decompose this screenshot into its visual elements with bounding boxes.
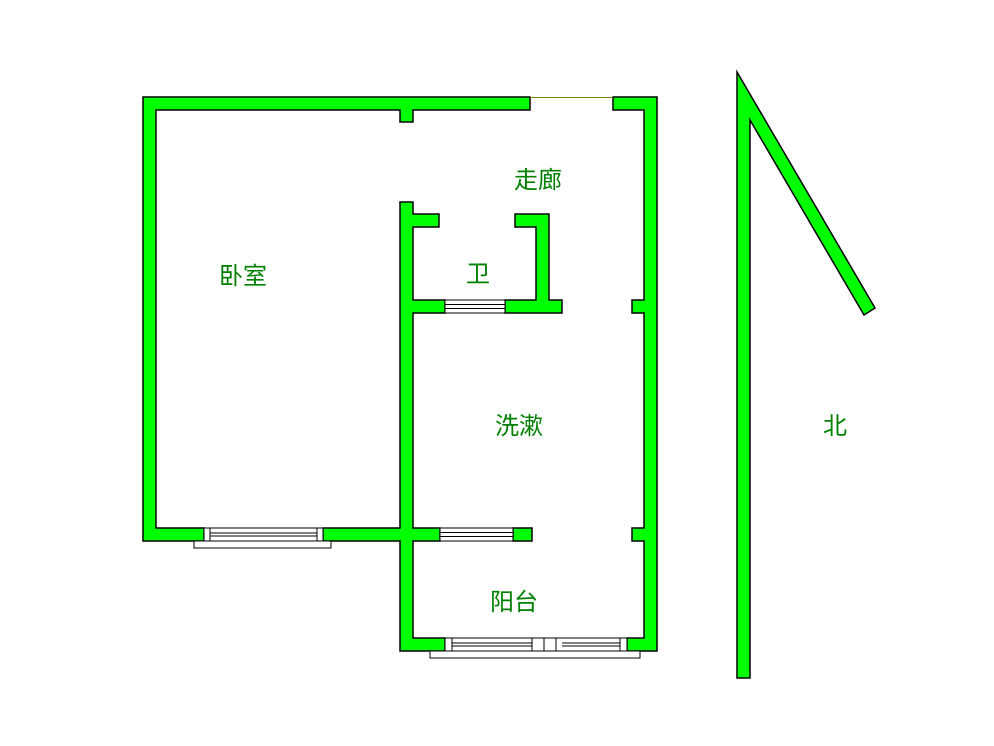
compass-label-north: 北 <box>823 412 847 440</box>
wall-bathroom-right <box>504 213 563 314</box>
room-label-bathroom: 卫 <box>466 260 490 288</box>
wall-top-right <box>612 96 658 652</box>
wall-inner-vertical <box>322 201 446 652</box>
room-label-washroom: 洗漱 <box>495 412 543 440</box>
wall-washroom-stub <box>512 527 533 542</box>
room-label-balcony: 阳台 <box>490 588 538 616</box>
room-label-corridor: 走廊 <box>514 166 562 194</box>
room-label-bedroom: 卧室 <box>219 262 267 290</box>
balcony-window <box>429 637 641 659</box>
bathroom-window <box>444 299 506 314</box>
bedroom-window <box>193 527 332 549</box>
north-arrow-icon <box>736 69 877 679</box>
washroom-window <box>439 527 514 542</box>
wall-top-left <box>142 96 531 542</box>
